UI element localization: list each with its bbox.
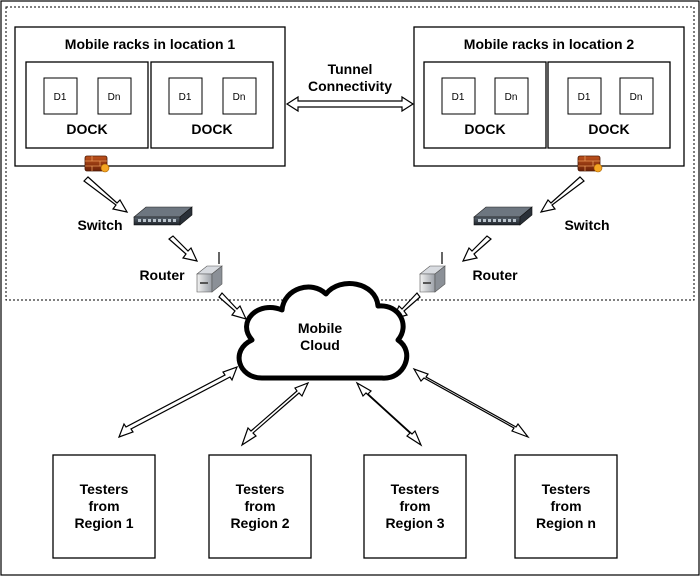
device-d1: D1 [54, 92, 67, 103]
device-dn: Dn [233, 92, 246, 103]
tester-line1: Testers [236, 481, 285, 497]
tester-line3: Region 2 [230, 515, 289, 531]
device-dn: Dn [505, 92, 518, 103]
tunnel-label-line2: Connectivity [308, 78, 392, 94]
arrow-cloud-region-3 [355, 381, 423, 447]
cloud-label-line1: Mobile [298, 320, 343, 336]
tester-line3: Region 1 [74, 515, 133, 531]
tunnel-double-arrow [285, 95, 415, 113]
dock-label: DOCK [464, 121, 505, 137]
dock-label: DOCK [191, 121, 232, 137]
device-dn: Dn [630, 92, 643, 103]
cloud-icon [236, 281, 410, 381]
location-2-dock-1: D1 Dn DOCK [423, 61, 547, 149]
tester-line3: Region n [536, 515, 596, 531]
router-label-left: Router [139, 267, 185, 283]
arrow-shape [461, 235, 492, 262]
arrow-shape [539, 176, 585, 213]
router-label-right: Router [472, 267, 518, 283]
firewall-icon [84, 155, 110, 173]
device-d1: D1 [452, 92, 465, 103]
tunnel-connectivity: Tunnel Connectivity [285, 61, 415, 113]
cloud-label-line2: Cloud [300, 337, 340, 353]
wifi-router-icon [196, 252, 223, 293]
arrow-shape [218, 292, 248, 320]
switch-label-left: Switch [77, 217, 122, 233]
location-2-dock-2: D1 Dn DOCK [547, 61, 671, 149]
firewall-icon [577, 155, 603, 173]
tester-line1: Testers [391, 481, 440, 497]
tunnel-label-line1: Tunnel [328, 61, 373, 77]
tester-line2: from [399, 498, 430, 514]
device-d1: D1 [179, 92, 192, 103]
location-1-dock-2: D1 Dn DOCK [150, 61, 274, 149]
arrow-shape [83, 176, 129, 213]
dock-label: DOCK [588, 121, 629, 137]
tester-line1: Testers [542, 481, 591, 497]
tester-region-3: Testers from Region 3 [363, 454, 467, 559]
location-2-rack: Mobile racks in location 2 D1 Dn DOCK D1… [413, 26, 685, 167]
tester-line2: from [88, 498, 119, 514]
device-d1: D1 [578, 92, 591, 103]
arrow-cloud-region-n [412, 367, 530, 439]
location-1-dock-1: D1 Dn DOCK [25, 61, 149, 149]
tester-region-1: Testers from Region 1 [52, 454, 156, 559]
tester-line3: Region 3 [385, 515, 444, 531]
tester-line1: Testers [80, 481, 129, 497]
wifi-router-icon [419, 252, 446, 293]
network-switch-icon [473, 206, 533, 226]
arrow-cloud-region-1 [117, 365, 239, 439]
flow-arrows-outlined [83, 176, 585, 320]
tester-line2: from [550, 498, 581, 514]
location-2-title: Mobile racks in location 2 [464, 36, 635, 52]
dock-label: DOCK [66, 121, 107, 137]
arrow-shape [168, 235, 199, 262]
network-switch-icon [133, 206, 193, 226]
location-1-rack: Mobile racks in location 1 D1 Dn DOCK D1… [14, 26, 286, 167]
tester-region-2: Testers from Region 2 [208, 454, 312, 559]
location-1-title: Mobile racks in location 1 [65, 36, 236, 52]
switch-label-right: Switch [564, 217, 609, 233]
cloud-tester-arrows [117, 365, 530, 447]
tester-region-n: Testers from Region n [514, 454, 618, 559]
arrow-cloud-region-2 [240, 381, 310, 447]
tester-line2: from [244, 498, 275, 514]
mobile-cloud: Mobile Cloud [236, 281, 410, 381]
device-dn: Dn [108, 92, 121, 103]
